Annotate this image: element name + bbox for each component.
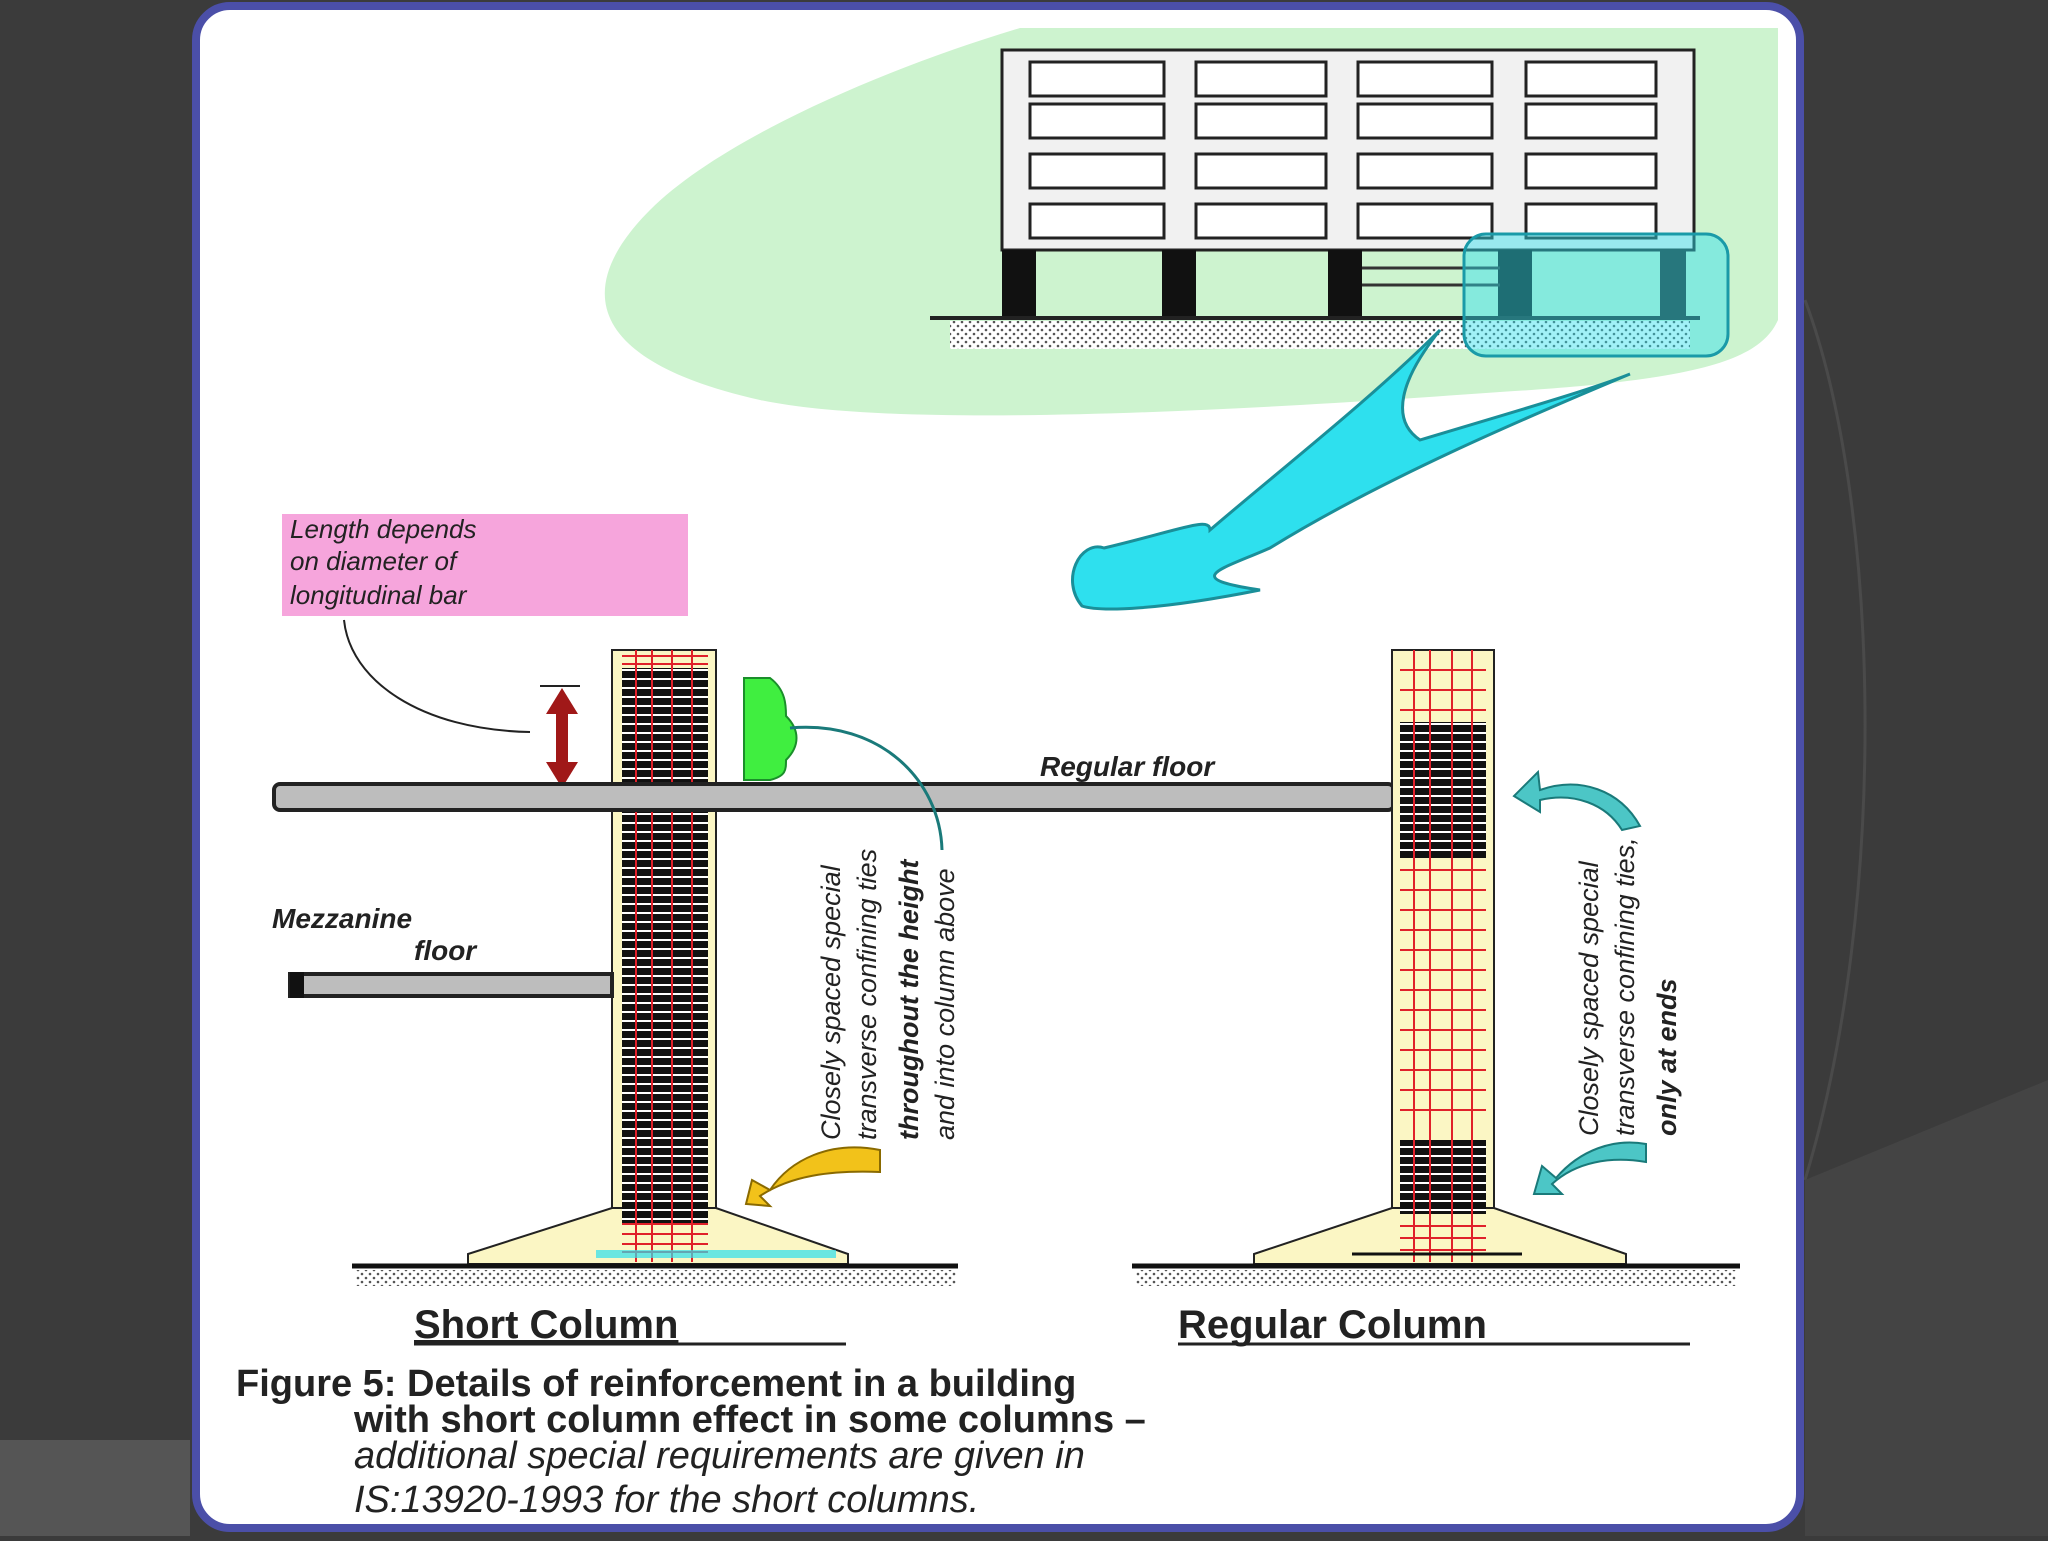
green-tag: [743, 677, 798, 781]
length-note-box: [282, 514, 688, 616]
green-tag-leader: [789, 725, 944, 851]
length-note-leader: [343, 619, 531, 733]
length-note-text-1: Length depends: [290, 514, 477, 544]
short-note-3: throughout the height: [894, 859, 924, 1140]
mezzanine-slab-end: [290, 972, 304, 998]
zoom-arrow: [1071, 328, 1631, 611]
short-column-note: Closely spaced special transverse confin…: [816, 849, 960, 1140]
regular-floor-label: Regular floor: [1040, 751, 1216, 782]
length-note-text-3: longitudinal bar: [290, 580, 468, 610]
ground-short: [352, 1263, 958, 1286]
building-elevation: [930, 48, 1700, 349]
regular-note-3: only at ends: [1652, 978, 1682, 1136]
caption-line-4: IS:13920-1993 for the short columns.: [354, 1479, 979, 1521]
mezzanine-label-1: Mezzanine: [272, 903, 412, 934]
short-column-title: Short Column: [414, 1303, 678, 1347]
caption-line-1: Figure 5: Details of reinforcement in a …: [236, 1363, 1076, 1405]
regular-column: [1253, 649, 1627, 1265]
lap-length-dimension: [540, 685, 580, 788]
bg-shade-left: [0, 1440, 190, 1536]
caption-line-2: with short column effect in some columns…: [353, 1399, 1146, 1441]
regular-column-title: Regular Column: [1178, 1303, 1487, 1347]
short-note-4: and into column above: [930, 868, 960, 1140]
ground-regular: [1132, 1263, 1740, 1286]
regular-floor-slab: [272, 782, 1396, 812]
regular-column-note: Closely spaced special transverse confin…: [1574, 837, 1682, 1136]
short-note-2: transverse confining ties: [852, 849, 882, 1140]
bg-curve: [1803, 299, 1867, 1181]
bg-shade-right: [1805, 1080, 2048, 1536]
regular-note-1: Closely spaced special: [1574, 860, 1604, 1136]
highlight-box: [1462, 232, 1730, 358]
regular-note-2: transverse confining ties,: [1610, 837, 1640, 1136]
teal-arrow-top: [1512, 769, 1642, 832]
teal-arrow-bottom: [1532, 1141, 1647, 1195]
caption-line-3: additional special requirements are give…: [354, 1435, 1085, 1477]
mezzanine-floor-slab: [288, 972, 614, 998]
yellow-pointer-arrow: [744, 1146, 881, 1208]
length-note-text-2: on diameter of: [290, 546, 459, 576]
short-note-1: Closely spaced special: [816, 864, 846, 1140]
short-column: [467, 649, 849, 1265]
mezzanine-label-2: floor: [414, 935, 478, 966]
